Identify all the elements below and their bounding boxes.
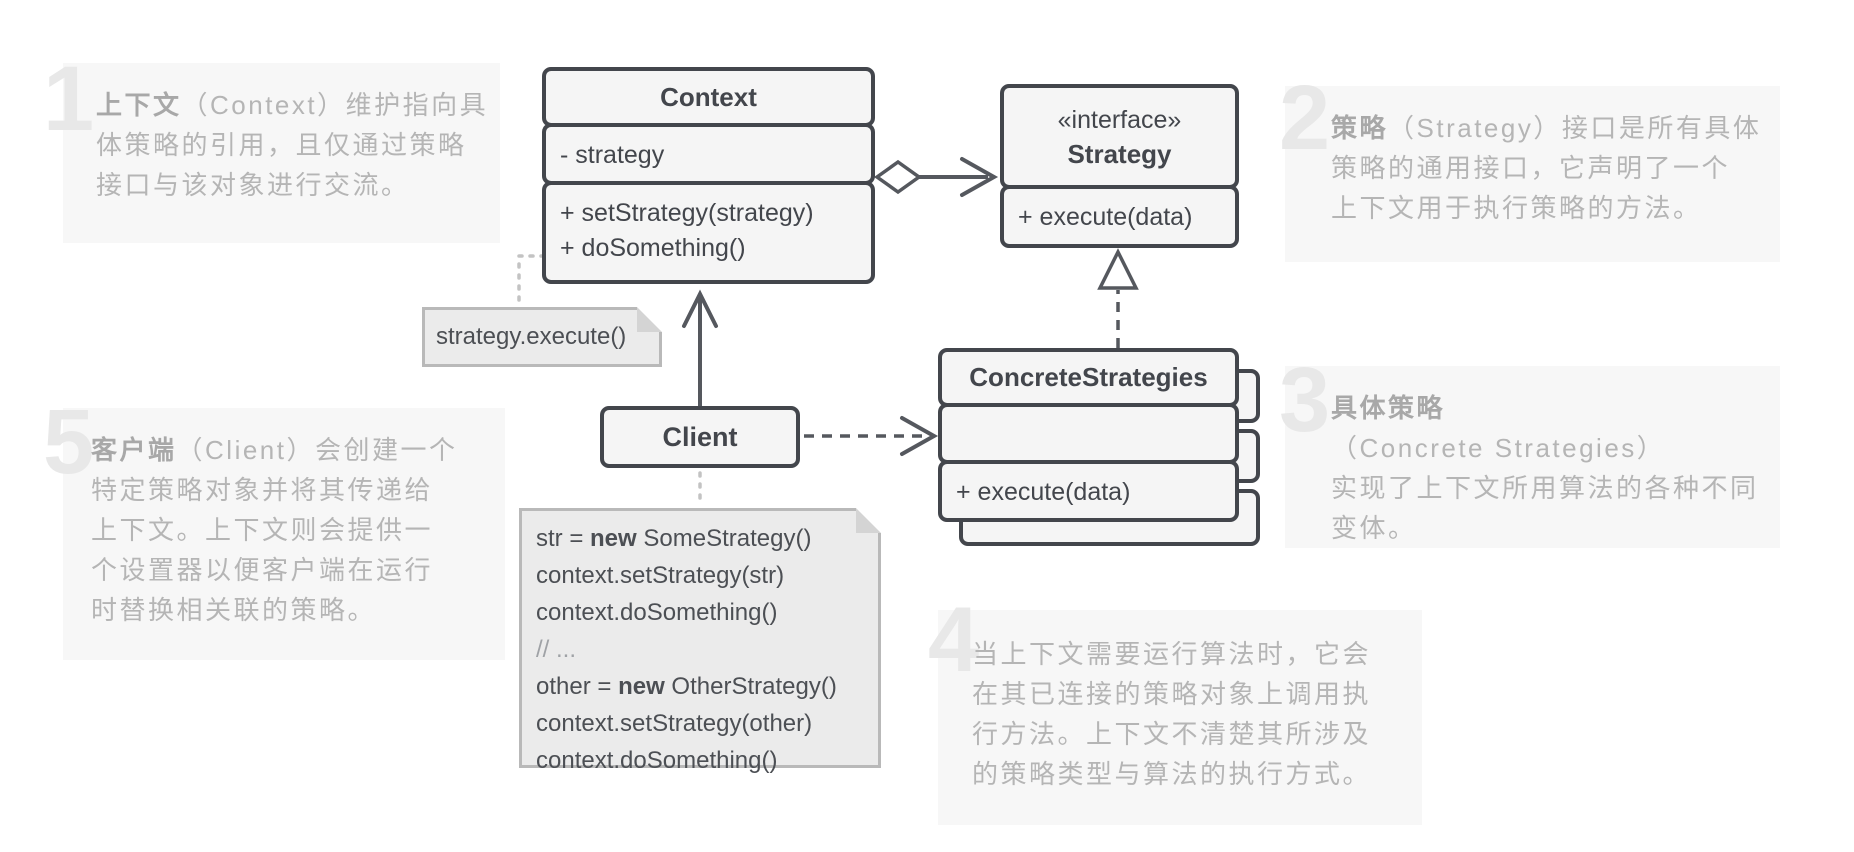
method-execute: + execute(data)	[956, 478, 1131, 506]
code-line: context.setStrategy(other)	[536, 710, 813, 737]
class-context-methods: + setStrategy(strategy) + doSomething()	[542, 181, 875, 284]
stereotype-interface: «interface»	[1057, 105, 1182, 134]
annotation-5-number: 5	[43, 391, 95, 493]
method-do-something: + doSomething()	[560, 234, 746, 262]
annotation-4-number: 4	[928, 589, 980, 691]
code-line: context.doSomething()	[536, 599, 778, 626]
annotation-1: 1 上下文（Context）维护指向具 体策略的引用，且仅通过策略 接口与该对象…	[43, 53, 500, 243]
annotation-2-number: 2	[1279, 67, 1331, 169]
annotation-1-text: 上下文（Context）维护指向具 体策略的引用，且仅通过策略 接口与该对象进行…	[96, 90, 489, 200]
client-context-arrowhead-icon	[682, 289, 718, 328]
class-strategy-methods: + execute(data)	[1000, 185, 1239, 248]
class-strategy-title: «interface» Strategy	[1000, 84, 1239, 189]
class-concrete-methods: + execute(data)	[938, 460, 1239, 522]
class-concrete-title: ConcreteStrategies	[938, 348, 1239, 407]
note-fold-icon	[637, 307, 662, 332]
annotation-4: 4 当上下文需要运行算法时，它会 在其已连接的策略对象上调用执 行方法。上下文不…	[928, 594, 1422, 825]
code-line: other = new OtherStrategy()	[536, 673, 837, 700]
realization-triangle-icon	[1097, 248, 1139, 290]
annotation-4-text: 当上下文需要运行算法时，它会 在其已连接的策略对象上调用执 行方法。上下文不清楚…	[972, 639, 1372, 789]
note-fold-icon	[856, 508, 881, 533]
code-line: context.setStrategy(str)	[536, 562, 785, 589]
aggregation-arrowhead-icon	[960, 157, 999, 197]
code-line: context.doSomething()	[536, 747, 778, 774]
code-line-comment: // ...	[536, 636, 577, 663]
annotation-5: 5 客户端（Client）会创建一个 特定策略对象并将其传递给 上下文。上下文则…	[43, 396, 505, 660]
annotation-2: 2 策略（Strategy）接口是所有具体 策略的通用接口，它声明了一个 上下文…	[1279, 72, 1780, 262]
class-strategy-name: Strategy	[1067, 138, 1172, 169]
annotation-2-text: 策略（Strategy）接口是所有具体 策略的通用接口，它声明了一个 上下文用于…	[1331, 113, 1762, 223]
method-set-strategy: + setStrategy(strategy)	[560, 199, 814, 227]
note-strategy-execute: strategy.execute()	[422, 307, 662, 367]
client-concrete-arrowhead-icon	[900, 416, 939, 456]
class-context: Context - strategy + setStrategy(strateg…	[542, 67, 875, 284]
note-connector-context	[517, 254, 546, 307]
class-strategy-interface: «interface» Strategy + execute(data)	[1000, 84, 1239, 248]
class-client: Client	[600, 406, 800, 468]
class-concrete-attributes-empty	[938, 403, 1239, 464]
annotation-3-text: 具体策略（Concrete Strategies） 实现了上下文所用算法的各种不…	[1331, 393, 1759, 543]
class-concrete-strategies: ConcreteStrategies + execute(data)	[938, 348, 1239, 522]
method-execute: + execute(data)	[1018, 203, 1193, 231]
class-client-title: Client	[600, 406, 800, 468]
aggregation-diamond-icon	[873, 159, 923, 195]
code-line: str = new SomeStrategy()	[536, 525, 812, 552]
note-client-code: str = new SomeStrategy() context.setStra…	[519, 508, 881, 774]
attribute-strategy: - strategy	[560, 141, 665, 169]
annotation-5-text: 客户端（Client）会创建一个 特定策略对象并将其传递给 上下文。上下文则会提…	[91, 435, 458, 625]
annotation-1-number: 1	[43, 48, 95, 150]
class-context-title: Context	[542, 67, 875, 127]
note-strategy-execute-text: strategy.execute()	[436, 323, 627, 350]
annotation-3: 3 具体策略（Concrete Strategies） 实现了上下文所用算法的各…	[1279, 354, 1780, 548]
class-context-attributes: - strategy	[542, 123, 875, 185]
annotation-3-number: 3	[1279, 349, 1331, 451]
